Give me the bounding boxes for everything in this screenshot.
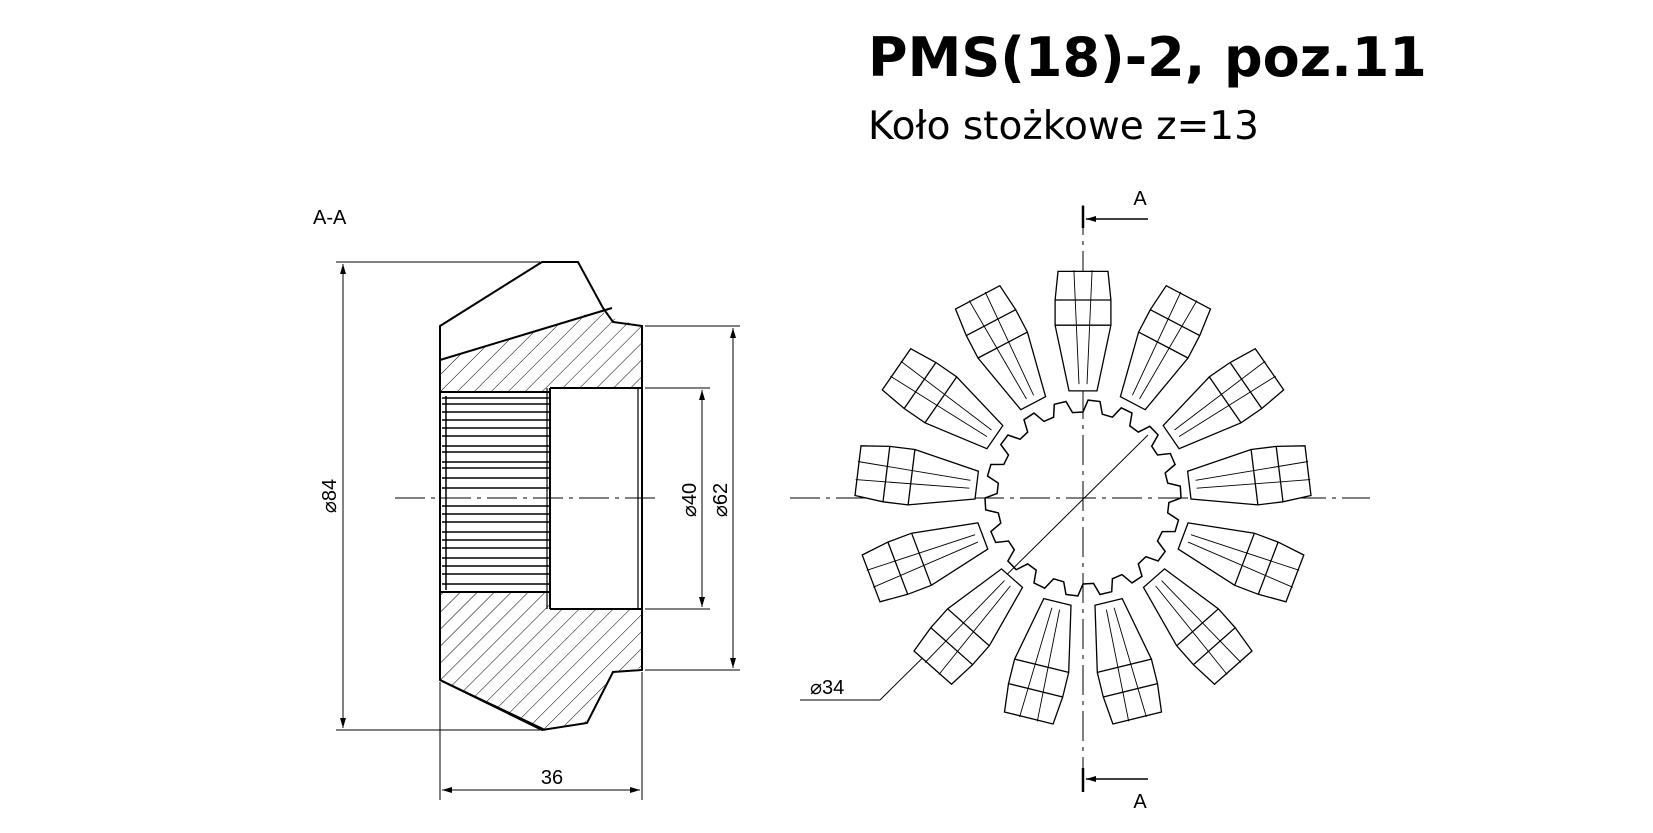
section-mark-top: A: [1133, 188, 1147, 210]
gear-tooth-ridge: [855, 461, 971, 489]
gear-tooth-ridge: [1131, 291, 1198, 400]
section-view: A-A: [313, 207, 660, 732]
gear-tooth: [1186, 445, 1312, 506]
gear-tooth-facet: [930, 608, 990, 666]
hatch-bottom: [440, 592, 642, 730]
gear-tooth-facet: [1055, 299, 1111, 326]
dim-outer-diameter: ⌀84: [319, 479, 341, 513]
gear-tooth-facet: [1250, 446, 1284, 505]
gear-tooth: [861, 522, 989, 603]
gear-teeth: [854, 270, 1312, 725]
gear-tooth-ridge: [1073, 270, 1093, 385]
gear-tooth-ridge: [1195, 461, 1311, 489]
gear-tooth-facet: [887, 532, 932, 595]
dim-hub-diameter: ⌀62: [710, 483, 732, 517]
dim-spline-diameter: ⌀34: [810, 677, 844, 699]
gear-tooth: [1162, 347, 1285, 450]
gear-tooth-facet: [882, 446, 916, 505]
gear-tooth: [881, 347, 1004, 450]
gear-tooth-ridge: [866, 534, 979, 588]
gear-tooth-ridge: [890, 360, 992, 437]
gear-tooth-facet: [1008, 658, 1069, 698]
gear-tooth-facet: [1176, 608, 1236, 666]
section-dimensions: [336, 261, 740, 800]
spline-profile: [984, 399, 1182, 597]
gear-tooth-facet: [1208, 362, 1263, 424]
section-mark-bottom: A: [1133, 791, 1147, 813]
spline-grooves: [442, 396, 550, 590]
gear-tooth-ridge: [1019, 607, 1061, 722]
gear-tooth-facet: [1234, 532, 1279, 595]
gear-tooth: [1054, 270, 1112, 392]
drawing-subtitle: Koło stożkowe z=13: [868, 104, 1259, 149]
drawing-title: PMS(18)-2, poz.11: [868, 26, 1427, 89]
gear-tooth: [854, 445, 980, 506]
gear-tooth-facet: [1138, 309, 1201, 359]
gear-tooth: [1177, 522, 1305, 603]
gear-tooth-ridge: [1155, 580, 1242, 675]
gear-tooth-ridge: [1187, 534, 1300, 588]
gear-tooth-ridge: [968, 291, 1035, 400]
gear-tooth-facet: [1097, 658, 1158, 698]
dim-width: 36: [541, 767, 563, 789]
hatch-top: [440, 310, 642, 392]
gear-tooth-ridge: [924, 580, 1011, 675]
gear-tooth-facet: [903, 362, 958, 424]
gear-tooth-ridge: [1174, 360, 1276, 437]
dim-bore-diameter: ⌀40: [679, 483, 701, 517]
gear-tooth-facet: [965, 309, 1028, 359]
gear-tooth: [1094, 597, 1163, 725]
section-label: A-A: [313, 207, 347, 229]
gear-tooth-ridge: [1105, 607, 1147, 722]
gear-tooth: [1003, 597, 1072, 725]
